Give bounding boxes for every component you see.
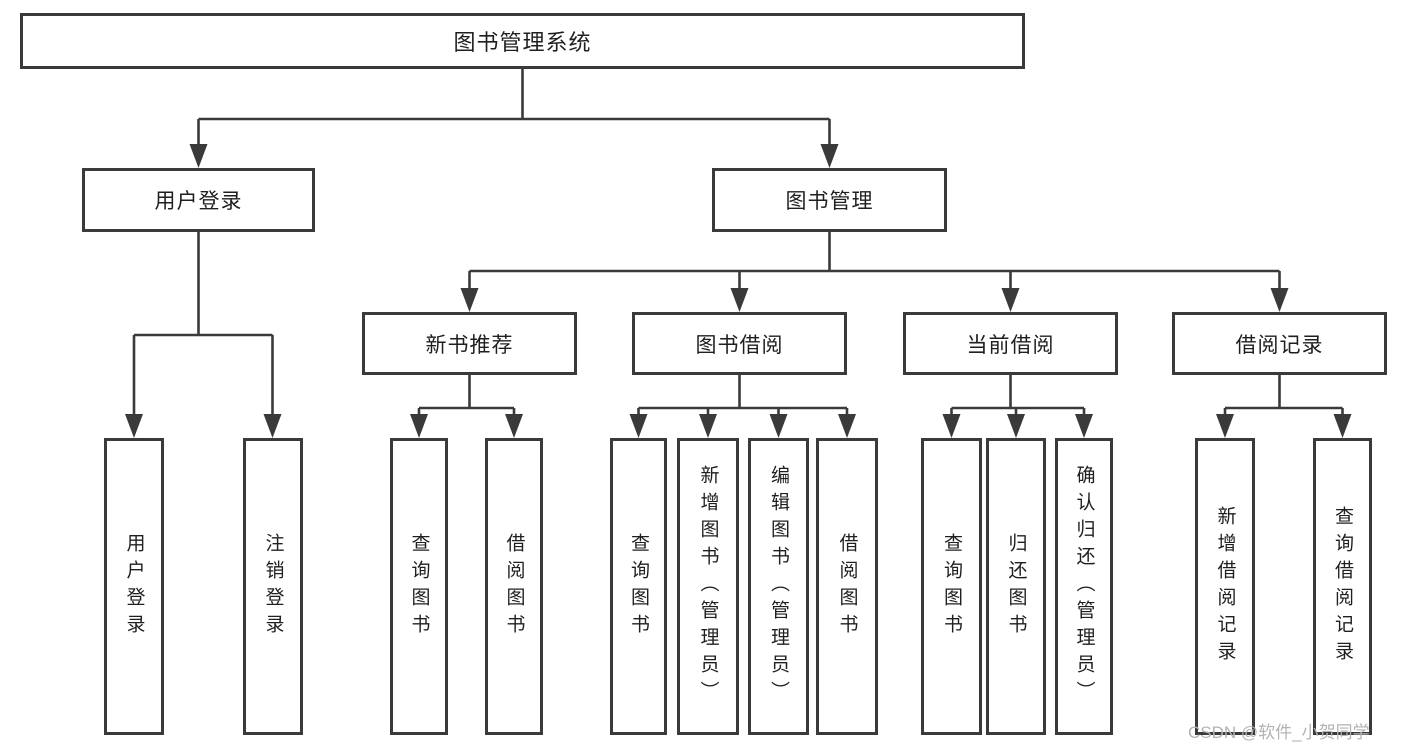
node-label: 图书借阅 [695, 333, 784, 357]
leaf-logout: 注销登录 [243, 438, 303, 735]
node-book-management: 图书管理 [712, 168, 947, 232]
node-label: 查询图书 [941, 532, 962, 641]
node-label: 借阅图书 [503, 532, 525, 641]
leaf-return-books: 归还图书 [986, 438, 1046, 735]
node-label: 借阅图书 [836, 532, 858, 641]
node-label: 查询图书 [408, 532, 430, 641]
leaf-query-books-1: 查询图书 [390, 438, 448, 735]
node-label: 注销登录 [262, 532, 284, 641]
connector-userlogin-to-leaves [125, 232, 282, 438]
connector-newbook-to-leaves [410, 375, 523, 438]
connector-root-to-level2 [189, 69, 839, 168]
node-label: 归还图书 [1005, 532, 1027, 641]
leaf-query-books-2: 查询图书 [610, 438, 667, 735]
node-label: 新增图书（管理员） [697, 465, 719, 708]
node-label: 确认归还（管理员） [1073, 465, 1095, 708]
leaf-query-books-3: 查询图书 [921, 438, 982, 735]
connector-bookborrow-to-leaves [629, 375, 856, 438]
connector-bookmgmt-to-level3 [460, 232, 1289, 312]
node-label: 新增借阅记录 [1214, 505, 1236, 668]
node-label: 编辑图书（管理员） [768, 465, 789, 708]
node-label: 图书管理 [785, 190, 874, 213]
leaf-add-borrow-record: 新增借阅记录 [1195, 438, 1255, 735]
node-label: 查询借阅记录 [1332, 505, 1353, 668]
leaf-borrow-books-1: 借阅图书 [485, 438, 543, 735]
node-borrow-records: 借阅记录 [1172, 312, 1387, 375]
leaf-user-login: 用户登录 [104, 438, 164, 735]
node-book-borrow: 图书借阅 [632, 312, 847, 375]
node-label: 新书推荐 [425, 333, 514, 357]
node-library-management-system: 图书管理系统 [20, 13, 1025, 69]
node-label: 查询图书 [628, 532, 649, 641]
csdn-watermark: CSDN @软件_小贺同学 [1188, 723, 1370, 742]
leaf-confirm-return-admin: 确认归还（管理员） [1055, 438, 1113, 735]
leaf-query-borrow-record: 查询借阅记录 [1313, 438, 1372, 735]
node-current-borrow: 当前借阅 [903, 312, 1118, 375]
leaf-edit-books-admin: 编辑图书（管理员） [748, 438, 809, 735]
connector-borrowrecords-to-leaves [1216, 375, 1352, 438]
leaf-borrow-books-2: 借阅图书 [816, 438, 878, 735]
node-user-login: 用户登录 [82, 168, 315, 232]
node-label: 用户登录 [123, 532, 145, 641]
node-label: 用户登录 [154, 190, 243, 213]
connector-currentborrow-to-leaves [942, 375, 1093, 438]
node-label: 借阅记录 [1235, 333, 1324, 357]
node-label: 当前借阅 [966, 333, 1055, 357]
leaf-add-books-admin: 新增图书（管理员） [677, 438, 739, 735]
node-new-book-recommend: 新书推荐 [362, 312, 577, 375]
node-label: 图书管理系统 [453, 30, 592, 55]
